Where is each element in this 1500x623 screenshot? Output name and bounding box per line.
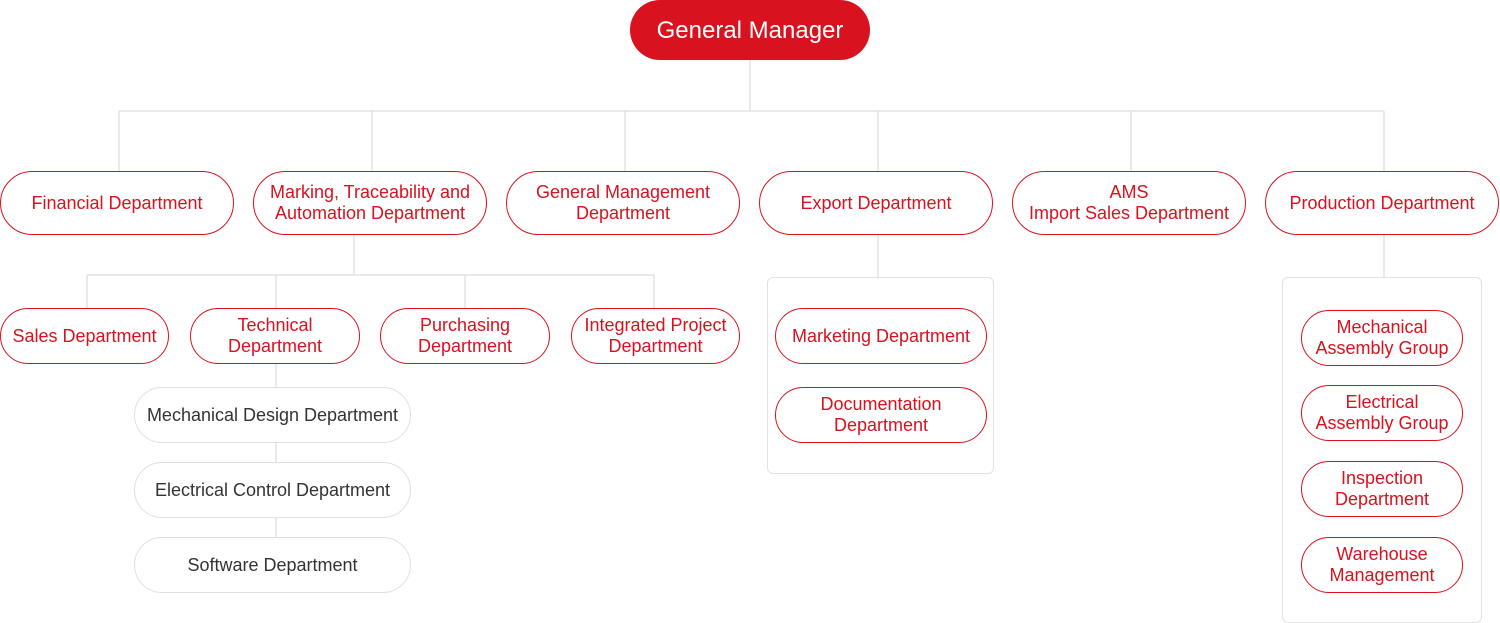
sub-department-label: Sales Department <box>12 325 157 346</box>
warehouse-management-node[interactable]: Warehouse Management <box>1301 537 1463 593</box>
general-management-department-node[interactable]: General Management Department <box>506 171 740 235</box>
software-department-node[interactable]: Software Department <box>134 537 411 593</box>
department-label: General Management Department <box>535 182 711 223</box>
team-label: Electrical Control Department <box>154 479 391 500</box>
purchasing-department-node[interactable]: Purchasing Department <box>380 308 550 364</box>
financial-department-node[interactable]: Financial Department <box>0 171 234 235</box>
sub-department-label: Integrated Project Department <box>584 315 727 356</box>
sub-department-label: Marketing Department <box>791 325 971 346</box>
sub-department-label: Purchasing Department <box>417 315 513 356</box>
department-label: AMS Import Sales Department <box>1028 182 1230 223</box>
department-label: Production Department <box>1289 192 1475 213</box>
export-department-node[interactable]: Export Department <box>759 171 993 235</box>
mechanical-assembly-group-node[interactable]: Mechanical Assembly Group <box>1301 310 1463 366</box>
group-label: Mechanical Assembly Group <box>1315 317 1449 358</box>
sub-department-label: Technical Department <box>227 315 323 356</box>
electrical-assembly-group-node[interactable]: Electrical Assembly Group <box>1301 385 1463 441</box>
group-label: Inspection Department <box>1334 468 1430 509</box>
team-label: Mechanical Design Department <box>146 404 399 425</box>
mechanical-design-department-node[interactable]: Mechanical Design Department <box>134 387 411 443</box>
general-manager-label: General Manager <box>656 16 844 44</box>
department-label: Marking, Traceability and Automation Dep… <box>269 182 471 223</box>
production-department-node[interactable]: Production Department <box>1265 171 1499 235</box>
marketing-department-node[interactable]: Marketing Department <box>775 308 987 364</box>
group-label: Warehouse Management <box>1329 544 1435 585</box>
general-manager-node[interactable]: General Manager <box>630 0 870 60</box>
electrical-control-department-node[interactable]: Electrical Control Department <box>134 462 411 518</box>
inspection-department-node[interactable]: Inspection Department <box>1301 461 1463 517</box>
export-sub-group <box>767 277 994 474</box>
documentation-department-node[interactable]: Documentation Department <box>775 387 987 443</box>
marking-department-node[interactable]: Marking, Traceability and Automation Dep… <box>253 171 487 235</box>
group-label: Electrical Assembly Group <box>1315 392 1449 433</box>
technical-department-node[interactable]: Technical Department <box>190 308 360 364</box>
team-label: Software Department <box>187 554 358 575</box>
department-label: Export Department <box>800 192 952 213</box>
ams-import-sales-department-node[interactable]: AMS Import Sales Department <box>1012 171 1246 235</box>
sub-department-label: Documentation Department <box>820 394 942 435</box>
department-label: Financial Department <box>31 192 203 213</box>
integrated-project-department-node[interactable]: Integrated Project Department <box>571 308 740 364</box>
sales-department-node[interactable]: Sales Department <box>0 308 169 364</box>
